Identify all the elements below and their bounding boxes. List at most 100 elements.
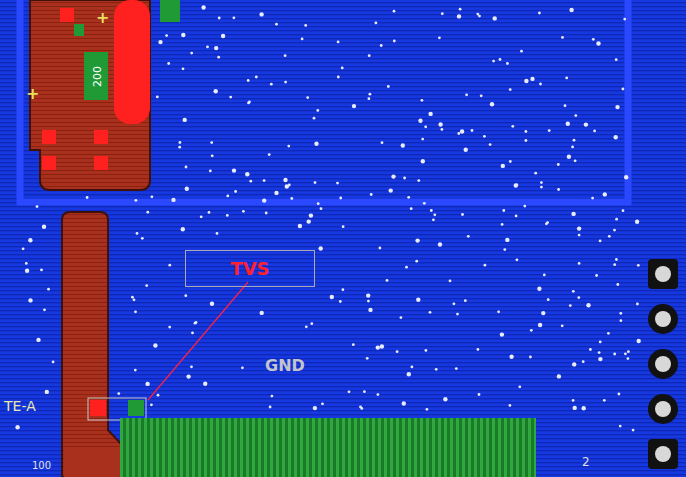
via: [632, 429, 635, 432]
via: [150, 403, 153, 406]
via: [582, 360, 585, 363]
via: [441, 12, 444, 15]
via: [316, 109, 319, 112]
via: [232, 168, 236, 172]
via: [477, 348, 480, 351]
resistor: [84, 52, 108, 100]
via: [181, 227, 185, 231]
via-dots: [15, 5, 641, 431]
via: [509, 355, 513, 359]
via: [306, 96, 309, 99]
via: [310, 322, 313, 325]
via: [572, 362, 576, 366]
via: [387, 85, 390, 88]
via: [578, 234, 581, 237]
via: [208, 211, 211, 214]
via: [449, 280, 452, 283]
via: [167, 62, 170, 65]
via: [577, 296, 580, 299]
via: [25, 269, 29, 273]
via: [321, 402, 324, 405]
via: [287, 145, 290, 148]
via: [467, 235, 470, 238]
via: [210, 141, 213, 144]
via: [396, 350, 399, 353]
via: [516, 258, 519, 261]
via: [298, 224, 302, 228]
via: [330, 295, 334, 299]
polarity-mark: +: [26, 84, 39, 103]
via: [214, 46, 218, 50]
via: [509, 404, 512, 407]
pin-number: 2: [582, 455, 590, 469]
via: [569, 8, 573, 12]
header-pads: [655, 266, 671, 462]
via: [457, 132, 460, 135]
via: [511, 125, 514, 128]
via: [589, 348, 592, 351]
via: [255, 76, 258, 79]
via: [134, 369, 137, 372]
via: [613, 229, 616, 232]
via: [557, 374, 561, 378]
via: [270, 83, 273, 86]
via: [203, 382, 207, 386]
via: [423, 202, 426, 205]
via: [599, 341, 602, 344]
via: [421, 99, 424, 102]
via: [375, 22, 378, 25]
via: [548, 129, 551, 132]
via: [574, 114, 577, 117]
via: [158, 40, 162, 44]
power-trace: [114, 0, 150, 124]
via: [367, 300, 370, 303]
via: [465, 93, 468, 96]
pad: [90, 400, 106, 416]
via: [574, 159, 577, 162]
via: [530, 77, 534, 81]
pad: [42, 156, 56, 170]
via: [426, 408, 429, 411]
via: [438, 122, 442, 126]
via: [368, 308, 372, 312]
via: [471, 129, 474, 132]
via: [86, 196, 89, 199]
via: [572, 290, 575, 293]
via: [490, 102, 494, 106]
via: [178, 146, 181, 149]
via: [459, 8, 462, 11]
via: [305, 325, 308, 328]
via: [342, 225, 345, 228]
via: [540, 181, 543, 184]
via: [36, 205, 39, 208]
via: [317, 202, 320, 205]
via: [564, 104, 567, 107]
header-pins: [648, 259, 678, 469]
via: [221, 34, 225, 38]
via: [156, 96, 159, 99]
via: [525, 139, 528, 142]
via: [592, 38, 595, 41]
via: [184, 294, 187, 297]
via: [380, 44, 383, 47]
via: [141, 237, 144, 240]
via: [637, 339, 641, 343]
via: [460, 129, 464, 133]
via: [368, 54, 371, 57]
via: [595, 274, 598, 277]
via: [523, 205, 526, 208]
via: [145, 382, 149, 386]
via: [339, 300, 342, 303]
via: [538, 12, 541, 15]
via: [619, 425, 622, 428]
pad: [60, 8, 74, 22]
via: [275, 23, 278, 26]
via: [151, 195, 154, 198]
via: [615, 105, 619, 109]
via: [502, 209, 505, 212]
via: [613, 263, 616, 266]
via: [509, 88, 512, 91]
via: [274, 191, 278, 195]
via: [524, 79, 528, 83]
via: [573, 139, 576, 142]
